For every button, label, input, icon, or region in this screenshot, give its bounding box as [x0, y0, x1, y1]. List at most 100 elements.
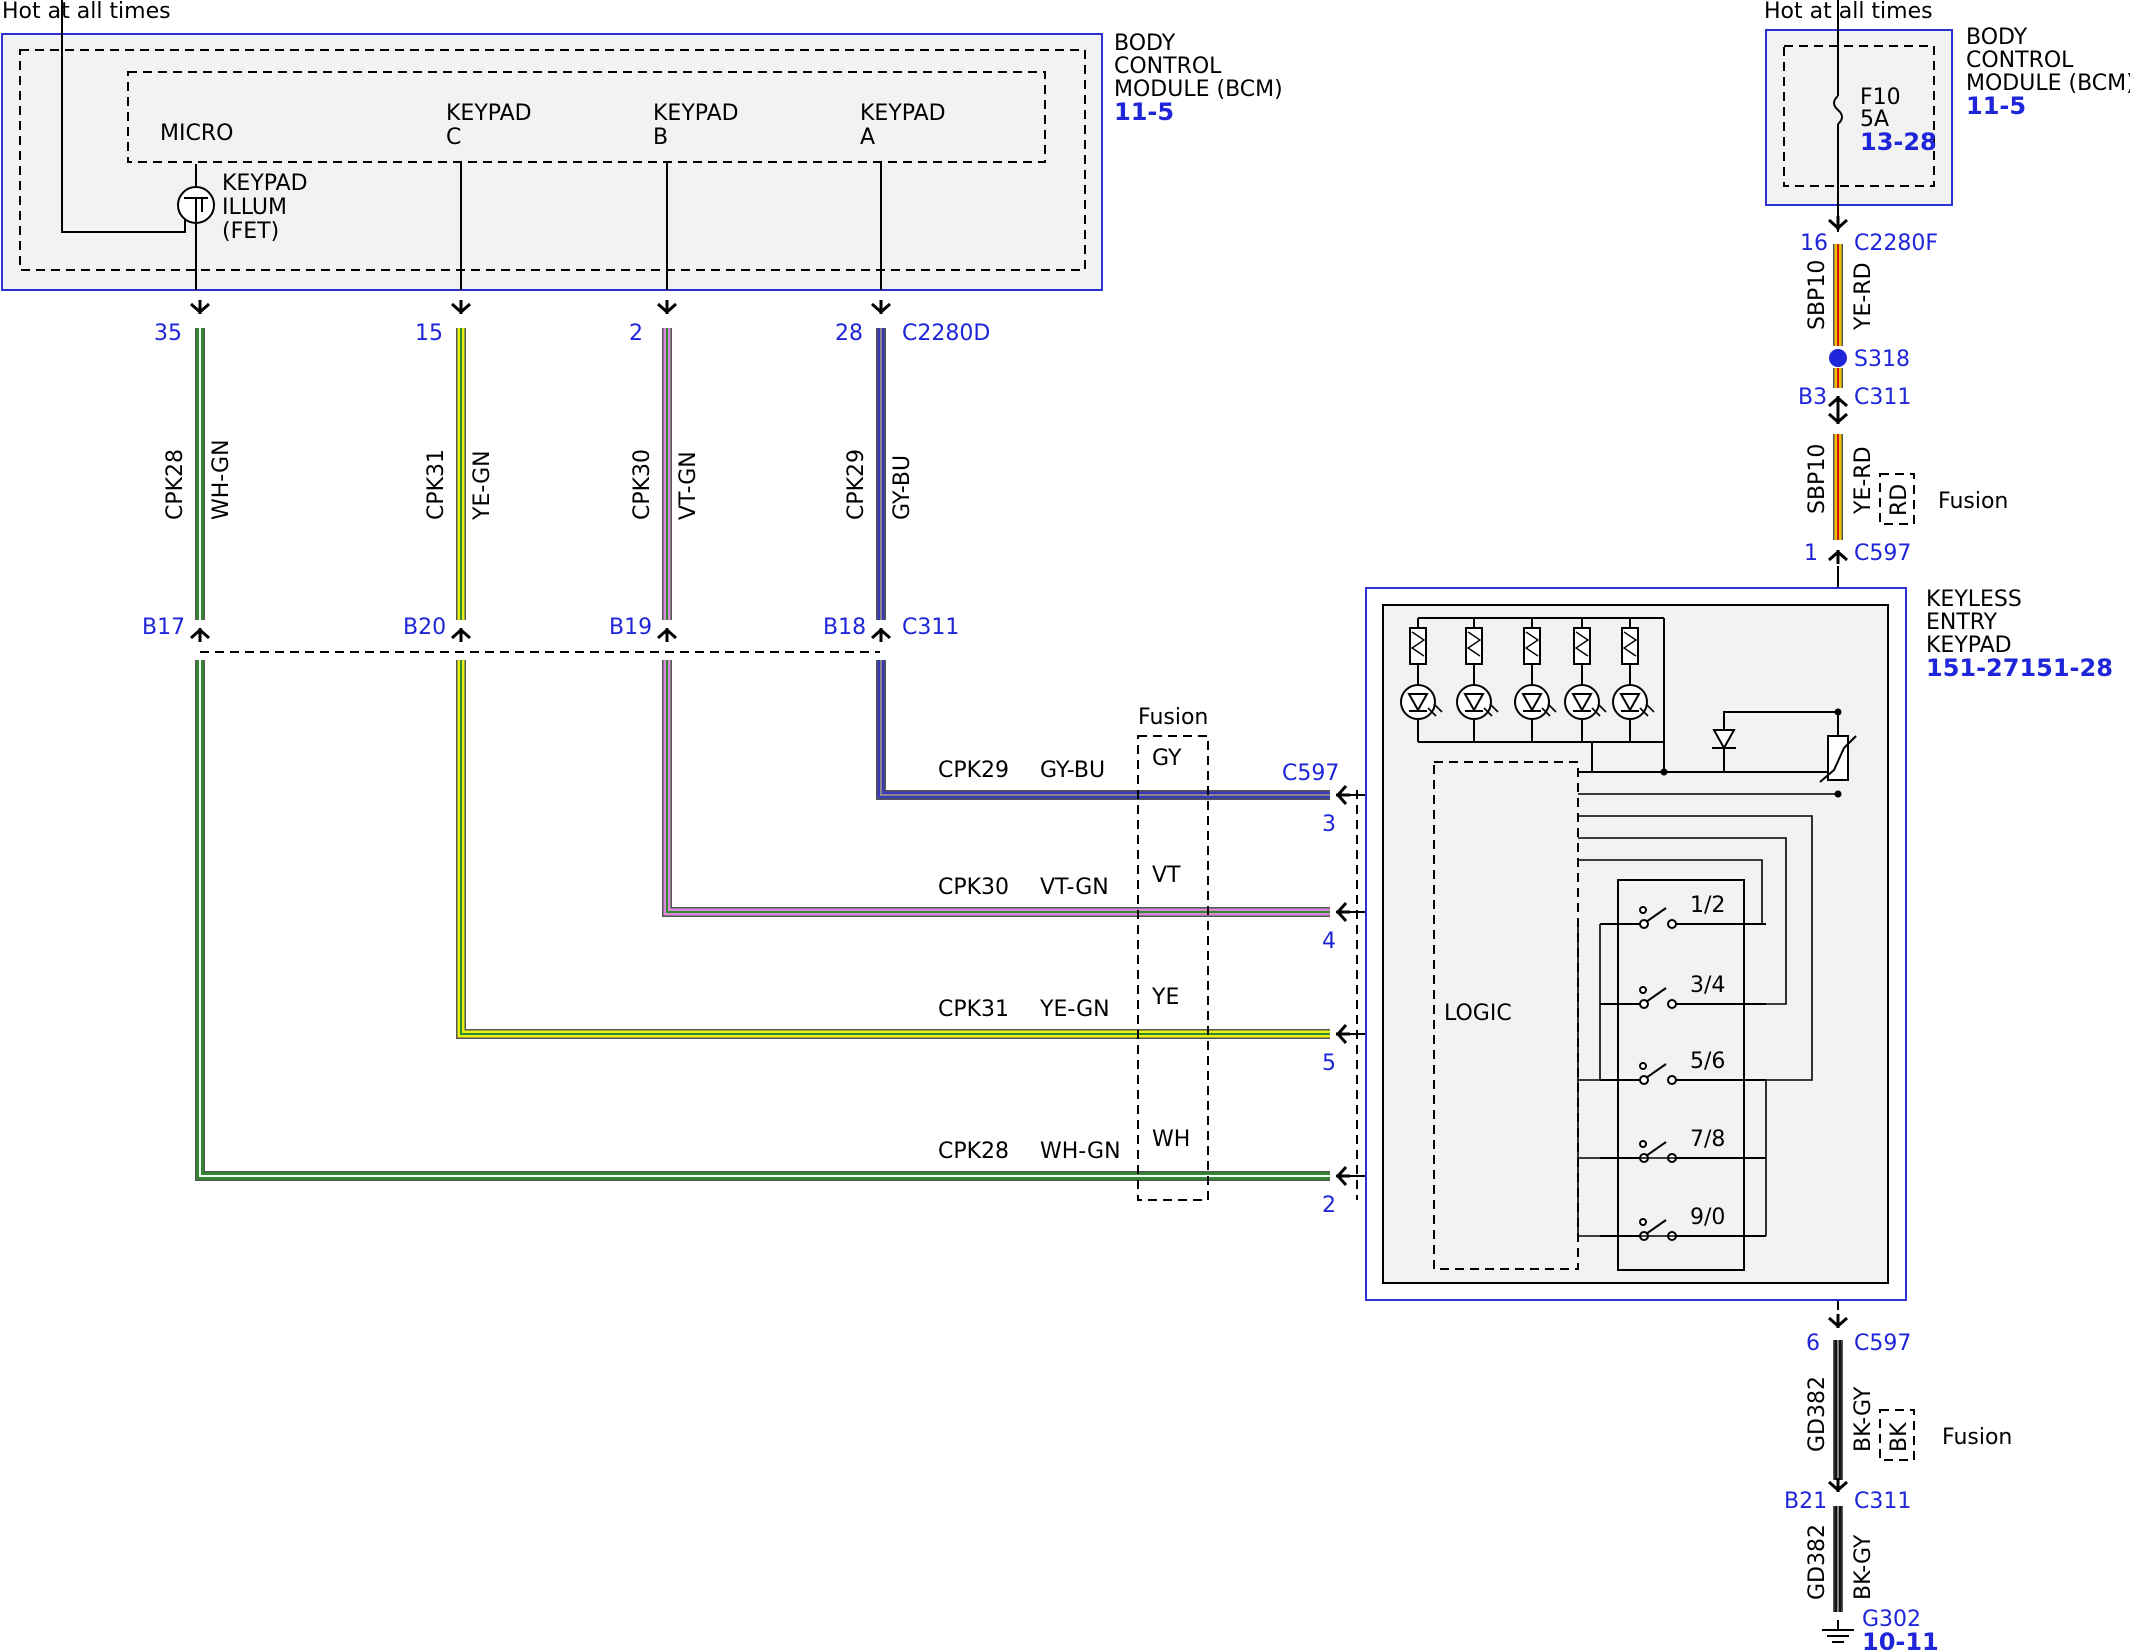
- arrow-cpk30-top: [657, 300, 677, 315]
- c311-right-bottom-label: C311: [1854, 1489, 1911, 1514]
- arrow-cpk29-c311: [871, 627, 891, 642]
- keypad-pin-cpk28: 2: [1322, 1193, 1336, 1218]
- keypad-pin-cpk31: 5: [1322, 1051, 1336, 1076]
- c311-left-label: C311: [902, 615, 959, 640]
- color-lower-cpk29: GY-BU: [1040, 758, 1105, 783]
- wire-cpk29-lower: [876, 660, 1330, 800]
- bcm-right-hot-label: Hot at all times: [1764, 0, 1933, 24]
- ground-fusion-label: Fusion: [1942, 1425, 2012, 1450]
- circuit-lower-cpk31: CPK31: [938, 997, 1009, 1022]
- circuit-lower-cpk29: CPK29: [938, 758, 1009, 783]
- ground-circuit-top: GD382: [1805, 1376, 1830, 1452]
- c311-pin-cpk29: B18: [823, 615, 866, 640]
- bcm-right-ref: 11-5: [1966, 92, 2026, 120]
- arrow-cpk30-c311: [657, 627, 677, 642]
- circuit-upper-cpk28: CPK28: [163, 449, 188, 520]
- top-pin-cpk29: 28: [835, 321, 863, 346]
- wire-cpk28-lower: [195, 660, 1330, 1181]
- circuit-upper-cpk30: CPK30: [630, 449, 655, 520]
- bcm-left-inner-dashed: [127, 71, 1046, 163]
- fuse-icon: [1833, 95, 1843, 125]
- ground-symbol-icon: [1822, 1620, 1854, 1643]
- c2280d-label: C2280D: [902, 321, 990, 346]
- bcm-left-outer-dashed: [19, 49, 1086, 271]
- led-icon: [1400, 618, 1443, 742]
- arrow-cpk28-top: [190, 300, 210, 315]
- keypad-switch-3: 5/6: [1600, 1049, 1766, 1085]
- power-circuit-mid: SBP10: [1805, 444, 1830, 514]
- ground-color-top: BK-GY: [1851, 1386, 1876, 1452]
- c311-pin-cpk30: B19: [609, 615, 652, 640]
- led-icon: [1564, 618, 1607, 742]
- arrow-ground-c597: [1828, 1314, 1848, 1329]
- keypad-pin-cpk29: 3: [1322, 812, 1336, 837]
- c597-left-label: C597: [1282, 761, 1339, 786]
- switch-array: 1/2 3/4 5/6 7/8 9/0: [1577, 893, 1767, 1241]
- switch-label: 5/6: [1690, 1049, 1725, 1074]
- top-pin-cpk31: 15: [415, 321, 443, 346]
- circuit-lower-cpk30: CPK30: [938, 875, 1009, 900]
- circuit-lower-cpk28: CPK28: [938, 1139, 1009, 1164]
- color-lower-cpk31: YE-GN: [1039, 997, 1110, 1022]
- ground-color-bottom: BK-GY: [1851, 1534, 1876, 1600]
- c597-right-bottom-label: C597: [1854, 1331, 1911, 1356]
- ground-circuit-bottom: GD382: [1805, 1524, 1830, 1600]
- keypad-switch-1: 1/2: [1600, 893, 1766, 929]
- ground-c311-pin: B21: [1784, 1489, 1827, 1514]
- c311-pin-cpk28: B17: [142, 615, 185, 640]
- arrow-cpk31-top: [451, 300, 471, 315]
- power-c597-pin: 1: [1804, 541, 1818, 566]
- fusion-code-cpk30: VT: [1152, 863, 1181, 888]
- color-upper-cpk30: VT-GN: [676, 451, 701, 520]
- circuit-upper-cpk29: CPK29: [844, 449, 869, 520]
- switch-label: 9/0: [1690, 1205, 1725, 1230]
- color-upper-cpk29: GY-BU: [890, 455, 915, 520]
- led-icon: [1514, 618, 1557, 742]
- c311-pin-cpk31: B20: [403, 615, 446, 640]
- arrow-cpk28-c311: [190, 627, 210, 642]
- wire-cpk31-lower: [456, 660, 1330, 1039]
- arrow-cpk29-top: [871, 300, 891, 315]
- switch-bus: [1577, 924, 1767, 1237]
- power-c2280f-pin: 16: [1800, 231, 1828, 256]
- power-fusion-code: RD: [1887, 484, 1912, 516]
- power-color-top: YE-RD: [1851, 262, 1876, 331]
- g302-ref: 10-11: [1862, 1628, 1939, 1650]
- bcm-right-box: [1765, 29, 1953, 206]
- switch-block: [1617, 879, 1745, 1271]
- arrow-cpk31-c311: [451, 627, 471, 642]
- keypad-ref: 151-27151-28: [1926, 654, 2113, 682]
- color-lower-cpk28: WH-GN: [1040, 1139, 1121, 1164]
- power-circuit-top: SBP10: [1805, 260, 1830, 330]
- ground-c597-pin: 6: [1806, 1331, 1820, 1356]
- fet-transistor-icon: [177, 186, 215, 224]
- arrow-ground-c311: [1828, 1478, 1848, 1493]
- power-color-mid: YE-RD: [1851, 446, 1876, 515]
- circuit-upper-cpk31: CPK31: [424, 449, 449, 520]
- keypad-switch-2: 3/4: [1600, 973, 1766, 1009]
- color-upper-cpk31: YE-GN: [470, 450, 495, 521]
- bcm-left-hot-label: Hot at all times: [2, 0, 171, 24]
- switch-label: 3/4: [1690, 973, 1725, 998]
- color-upper-cpk28: WH-GN: [209, 439, 234, 520]
- fuse-ref: 13-28: [1860, 128, 1937, 156]
- ground-fusion-code: BK: [1887, 1422, 1912, 1452]
- top-pin-cpk30: 2: [629, 321, 643, 346]
- color-lower-cpk30: VT-GN: [1040, 875, 1109, 900]
- switch-label: 7/8: [1690, 1127, 1725, 1152]
- ground-fusion-box: [1879, 1409, 1915, 1461]
- c2280f-label: C2280F: [1854, 231, 1938, 256]
- diode-icon: [1712, 729, 1736, 751]
- micro-label: MICRO: [160, 121, 233, 146]
- led-array: [1400, 618, 1664, 743]
- power-c311-pin: B3: [1798, 385, 1827, 410]
